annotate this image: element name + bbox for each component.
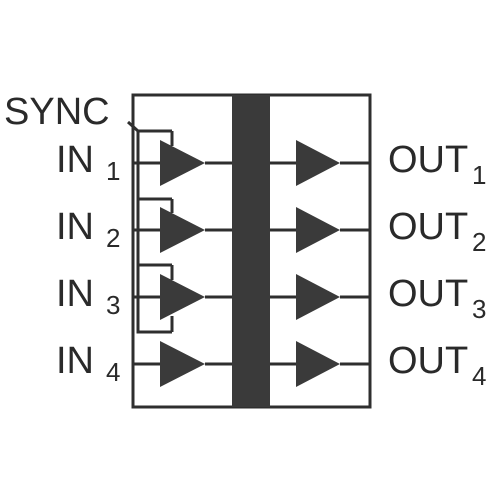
input-label-2: IN	[56, 206, 94, 248]
output-label-2: OUT	[388, 206, 468, 248]
output-index-3: 3	[472, 294, 486, 324]
channel-4	[133, 341, 370, 387]
isolation-barrier	[232, 95, 270, 407]
output-label-4: OUT	[388, 340, 468, 382]
input-buffer-1	[160, 140, 205, 186]
input-index-1: 1	[106, 156, 120, 186]
input-label-3: IN	[56, 273, 94, 315]
output-label-1: OUT	[388, 139, 468, 181]
output-index-4: 4	[472, 361, 486, 391]
output-index-1: 1	[472, 160, 486, 190]
channel-1	[133, 140, 370, 186]
sync-label: SYNC	[4, 91, 110, 133]
input-buffer-3	[160, 274, 205, 320]
output-label-3: OUT	[388, 273, 468, 315]
channel-3	[133, 274, 370, 320]
input-index-2: 2	[106, 223, 120, 253]
input-index-3: 3	[106, 290, 120, 320]
input-buffer-2	[160, 207, 205, 253]
input-label-4: IN	[56, 340, 94, 382]
output-index-2: 2	[472, 227, 486, 257]
output-buffer-2	[296, 207, 340, 253]
channel-2	[133, 207, 370, 253]
input-buffer-4	[160, 341, 205, 387]
input-label-1: IN	[56, 139, 94, 181]
input-index-4: 4	[106, 357, 120, 387]
output-buffer-4	[296, 341, 340, 387]
output-buffer-3	[296, 274, 340, 320]
output-buffer-1	[296, 140, 340, 186]
